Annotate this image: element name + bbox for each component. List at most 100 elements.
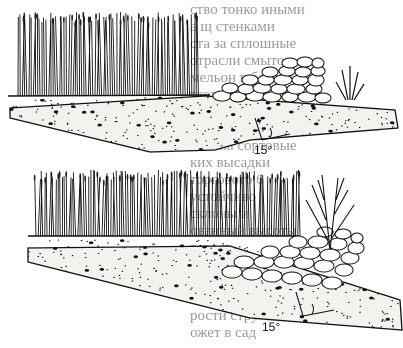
soil-particle	[208, 129, 210, 130]
soil-particle	[101, 249, 103, 250]
soil-particle	[137, 99, 139, 100]
soil-particle	[219, 255, 221, 256]
soil-particle	[239, 246, 241, 247]
soil-particle	[206, 260, 208, 261]
soil-particle	[139, 249, 141, 250]
soil-particle	[213, 252, 217, 255]
soil-particle	[65, 266, 67, 267]
soil-particle	[155, 270, 157, 271]
grass-stem	[79, 14, 80, 96]
grass-seedhead	[167, 16, 169, 22]
soil-particle	[122, 271, 124, 272]
grass-stem	[60, 171, 61, 236]
soil-particle	[57, 103, 59, 104]
soil-particle	[21, 116, 23, 117]
soil-particle	[42, 119, 44, 120]
grass-seedhead	[103, 180, 105, 186]
grass-seedhead	[167, 174, 169, 180]
soil-particle	[210, 281, 212, 282]
soil-particle	[257, 251, 259, 252]
stone	[315, 93, 331, 103]
stone	[320, 249, 340, 261]
grass-seedhead	[44, 177, 46, 183]
soil-particle	[123, 135, 125, 136]
soil-particle	[132, 278, 134, 279]
soil-particle	[65, 271, 67, 272]
soil-particle	[143, 252, 147, 255]
stone	[335, 264, 353, 276]
grass-stem	[154, 20, 155, 96]
soil-particle	[175, 139, 179, 142]
soil-particle	[35, 100, 37, 101]
stone	[287, 84, 305, 94]
soil-particle	[100, 268, 104, 271]
soil-particle	[208, 266, 210, 267]
stone	[262, 270, 282, 282]
background-text-line: ожет в сад	[190, 325, 257, 341]
grass-stem	[125, 171, 126, 236]
grass-stem	[172, 176, 173, 236]
soil-particle	[314, 122, 318, 125]
soil-particle	[202, 133, 204, 134]
soil-particle	[382, 319, 384, 320]
soil-particle	[58, 239, 60, 240]
soil-particle	[68, 246, 70, 247]
soil-particle	[267, 124, 269, 125]
soil-particle	[106, 269, 108, 270]
soil-particle	[120, 239, 124, 242]
soil-particle	[359, 127, 361, 128]
soil-particle	[113, 277, 115, 278]
soil-particle	[256, 286, 258, 287]
soil-particle	[61, 267, 63, 268]
soil-particle	[124, 247, 126, 248]
soil-particle	[231, 128, 233, 129]
grass-seedhead	[34, 175, 36, 181]
soil-particle	[336, 311, 338, 312]
grass-stem	[93, 170, 94, 236]
soil-particle	[348, 108, 350, 109]
soil-particle	[217, 298, 219, 299]
soil-particle	[127, 241, 129, 242]
soil-particle	[231, 129, 235, 132]
grass-stem	[159, 177, 160, 236]
soil-particle	[39, 253, 41, 254]
soil-particle	[373, 298, 375, 299]
soil-particle	[291, 313, 293, 314]
soil-particle	[84, 253, 86, 254]
soil-particle	[147, 125, 149, 126]
grass-seedhead	[83, 16, 85, 22]
grass-stem	[191, 14, 192, 96]
soil-particle	[73, 103, 75, 104]
stone	[234, 256, 254, 268]
soil-particle	[204, 130, 206, 131]
soil-particle	[214, 276, 218, 279]
soil-particle	[126, 129, 128, 130]
soil-particle	[246, 247, 248, 248]
soil-particle	[326, 322, 328, 323]
soil-particle	[230, 107, 232, 108]
soil-particle	[217, 143, 219, 144]
soil-particle	[51, 104, 53, 105]
soil-particle	[341, 313, 343, 314]
soil-particle	[155, 111, 157, 112]
soil-particle	[232, 288, 234, 289]
soil-particle	[359, 288, 361, 289]
soil-particle	[37, 256, 39, 257]
soil-particle	[262, 282, 264, 283]
soil-particle	[253, 129, 257, 132]
soil-particle	[207, 111, 209, 112]
grass-stem	[157, 170, 158, 236]
soil-particle	[377, 293, 379, 294]
grass-stem	[24, 16, 25, 96]
grass-stem	[139, 17, 141, 96]
soil-particle	[235, 248, 237, 249]
soil-particle	[257, 119, 261, 122]
grass-stem	[69, 14, 70, 96]
soil-particle	[190, 105, 192, 106]
soil-particle	[226, 252, 230, 255]
soil-particle	[224, 289, 226, 290]
shrub-top	[336, 66, 364, 100]
soil-particle	[267, 107, 271, 110]
soil-particle	[196, 141, 198, 142]
soil-particle	[140, 247, 142, 248]
